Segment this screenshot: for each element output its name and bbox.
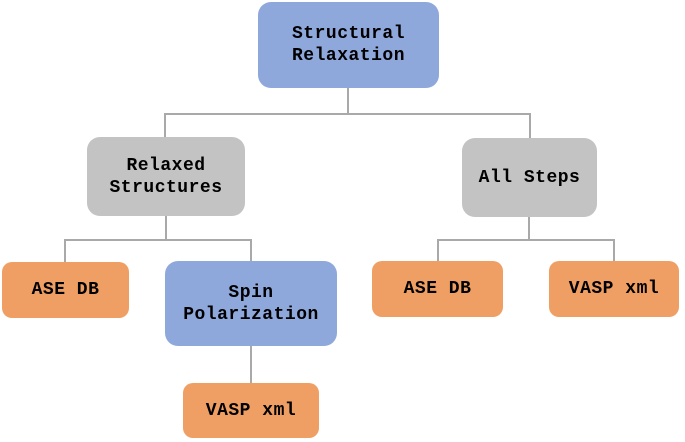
connector-line [164,113,166,139]
connector-line [64,239,251,241]
node-label: Spin Polarization [183,282,319,325]
node-ase-db-left: ASE DB [2,262,129,318]
node-ase-db-right: ASE DB [372,261,503,317]
node-structural-relaxation: Structural Relaxation [258,2,439,88]
node-label: ASE DB [403,279,472,299]
connector-line [529,113,531,140]
node-vasp-xml-right: VASP xml [549,261,679,317]
node-label: Relaxed Structures [109,155,223,198]
connector-line [347,86,349,115]
connector-line [528,215,530,241]
connector-line [613,239,615,263]
node-vasp-xml-bottom: VASP xml [183,383,319,438]
node-all-steps: All Steps [462,138,597,217]
connector-line [437,239,439,263]
node-relaxed-structures: Relaxed Structures [87,137,245,216]
connector-line [250,344,252,385]
node-spin-polarization: Spin Polarization [165,261,337,346]
node-label: VASP xml [205,400,297,421]
connector-line [250,239,252,263]
connector-line [437,239,615,241]
connector-line [165,214,167,241]
node-label: All Steps [478,167,581,188]
node-label: ASE DB [31,280,100,300]
node-label: Structural Relaxation [291,24,406,66]
connector-line [164,113,531,115]
connector-line [64,239,66,264]
node-label: VASP xml [568,279,660,299]
